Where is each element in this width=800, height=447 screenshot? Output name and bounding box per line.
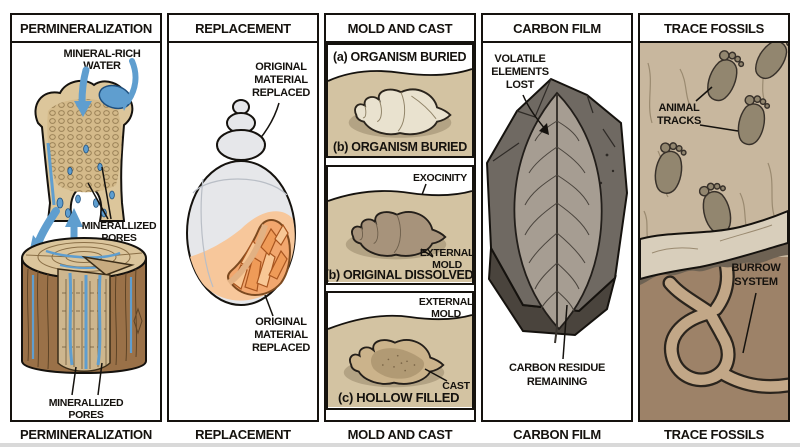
mold-and-cast-figure: (a) ORGANISM BURIED (b) ORGANISM BURIED … (326, 43, 474, 420)
subpanel-a-caption: (b) ORGANISM BURIED (333, 140, 467, 154)
footer-replacement: REPLACEMENT (195, 427, 291, 442)
leader-line (101, 166, 112, 220)
original-material-replaced-bottom-line1: ORIGINAL (255, 316, 307, 328)
volatile-elements-lost-line3: LOST (506, 79, 535, 91)
mineralized-pores-bottom-label-line2: PORES (68, 409, 104, 420)
leader-line (742, 292, 757, 354)
leader-line (699, 124, 739, 132)
burrow-system-label-line1: BURROW (732, 262, 782, 274)
subpanel-c-caption: (c) HOLLOW FILLED (338, 390, 459, 405)
mineralized-pores-top-label-line1: MINERALLIZED (82, 220, 157, 232)
leader-line (562, 304, 568, 360)
panel-title-replacement: REPLACEMENT (169, 15, 317, 43)
panel-title-trace-fossils: TRACE FOSSILS (640, 15, 788, 43)
volatile-elements-lost-line2: ELEMENTS (491, 66, 549, 78)
carbon-residue-remaining-line1: CARBON RESIDUE (509, 362, 605, 374)
leaf-midrib (554, 95, 558, 344)
panel-title-mold-and-cast: MOLD AND CAST (326, 15, 474, 43)
panel-replacement: REPLACEMENT ORIGINAL MATERIAL REPLACED (167, 13, 319, 422)
burrow-system-label-line2: SYSTEM (734, 276, 778, 288)
replacement-figure: ORIGINAL MATERIAL REPLACED (169, 43, 317, 420)
panel-title-text: TRACE FOSSILS (663, 20, 765, 36)
leader-line (87, 182, 109, 220)
replacement-illustration: ORIGINAL MATERIAL REPLACED (186, 61, 311, 354)
leaf-veins (524, 120, 590, 312)
crystal-cluster (227, 219, 291, 296)
footer-mold-and-cast: MOLD AND CAST (347, 427, 453, 442)
trace-fossils-illustration: ANIMAL TRACKS (640, 43, 788, 420)
leader-line (420, 248, 434, 258)
log-illustration (21, 237, 147, 374)
panel-trace-fossils: TRACE FOSSILS (638, 13, 790, 422)
leader-arrowhead (539, 123, 549, 135)
mineral-rich-water-label-line1: MINERAL-RICH (63, 48, 140, 60)
original-material-replaced-bottom-line2: MATERIAL (254, 329, 308, 341)
leader-arrow (258, 102, 280, 141)
external-mold-header-line2: MOLD (431, 308, 461, 320)
burrow-illustration (662, 249, 788, 394)
subpanel-a-header: (a) ORGANISM BURIED (333, 50, 466, 64)
panel-title-text: REPLACEMENT (195, 20, 291, 36)
cast-label: CAST (442, 380, 470, 392)
buried-shell (348, 88, 452, 138)
external-mold-header-line1: EXTERNAL (419, 296, 474, 308)
footer-permineralization: PERMINERALIZATION (20, 427, 152, 442)
panel-title-text: CARBON FILM (513, 20, 601, 36)
page-edge-strip (0, 443, 800, 447)
leader-line (264, 294, 274, 317)
leader-line (97, 362, 103, 396)
volatile-elements-lost-line1: VOLATILE (494, 53, 545, 65)
subpanel-organism-buried: (a) ORGANISM BURIED (b) ORGANISM BURIED (326, 43, 474, 158)
snail-shell-illustration (186, 99, 296, 306)
carbon-film-illustration: VOLATILE ELEMENTS LOST CARBON RESIDUE RE… (485, 53, 629, 388)
rock-shelf-layer (640, 209, 788, 285)
external-mold-label-line1: EXTERNAL (420, 247, 474, 259)
panel-title-carbon-film: CARBON FILM (483, 15, 631, 43)
trace-fossils-figure: ANIMAL TRACKS (640, 43, 788, 420)
bone-illustration (34, 79, 134, 222)
external-mold-label-line2: MOLD (432, 259, 462, 271)
panel-carbon-film: CARBON FILM (481, 13, 633, 422)
leaf-fossil-illustration (513, 91, 603, 344)
panel-title-permineralization: PERMINERALIZATION (12, 15, 160, 43)
mineralized-pores-bottom-label-line1: MINERALLIZED (49, 397, 124, 409)
original-material-replaced-bottom-line3: REPLACED (252, 342, 310, 354)
carbon-film-figure: VOLATILE ELEMENTS LOST CARBON RESIDUE RE… (483, 43, 631, 420)
leader-line (424, 368, 448, 382)
footer-carbon-film: CARBON FILM (513, 427, 601, 442)
original-material-replaced-top-line3: REPLACED (252, 87, 310, 99)
exocinity-label: EXOCINITY (413, 172, 467, 184)
original-material-replaced-top-line1: ORIGINAL (255, 61, 307, 73)
shell-lip (227, 224, 268, 286)
mold-and-cast-illustration: (a) ORGANISM BURIED (b) ORGANISM BURIED … (326, 43, 474, 410)
footer-trace-fossils: TRACE FOSSILS (663, 427, 765, 442)
leader-line (71, 366, 77, 396)
animal-tracks-label-line1: ANIMAL (659, 102, 701, 114)
permineralization-figure: MINERAL-RICH WATER (12, 43, 160, 420)
original-material-replaced-top-line2: MATERIAL (254, 74, 308, 86)
leader-line (695, 86, 713, 102)
panel-title-text: MOLD AND CAST (347, 20, 453, 36)
subpanel-hollow-filled: EXTERNAL MOLD CAST (c) HOLLO (326, 291, 474, 410)
panel-mold-and-cast: MOLD AND CAST (a) ORGANISM BURIED (b) OR… (324, 13, 476, 422)
permineralization-illustration: MINERAL-RICH WATER (21, 48, 157, 420)
mineral-rich-water-label-line2: WATER (83, 60, 121, 72)
dissolved-shell-mold (345, 211, 447, 260)
subpanel-original-dissolved: EXOCINITY EXTERNAL MOLD (b) ORIGINAL DIS… (326, 165, 474, 285)
carbon-residue-remaining-line2: REMAINING (527, 376, 587, 388)
cast-shell (343, 339, 445, 388)
animal-tracks-label-line2: TRACKS (657, 115, 701, 127)
panel-title-text: PERMINERALIZATION (20, 20, 152, 36)
leader-arrow (522, 94, 546, 130)
panel-permineralization: PERMINERALIZATION MINERAL-RICH WATER (10, 13, 162, 422)
subpanel-b-caption: (b) ORIGINAL DISSOLVED (326, 268, 474, 282)
